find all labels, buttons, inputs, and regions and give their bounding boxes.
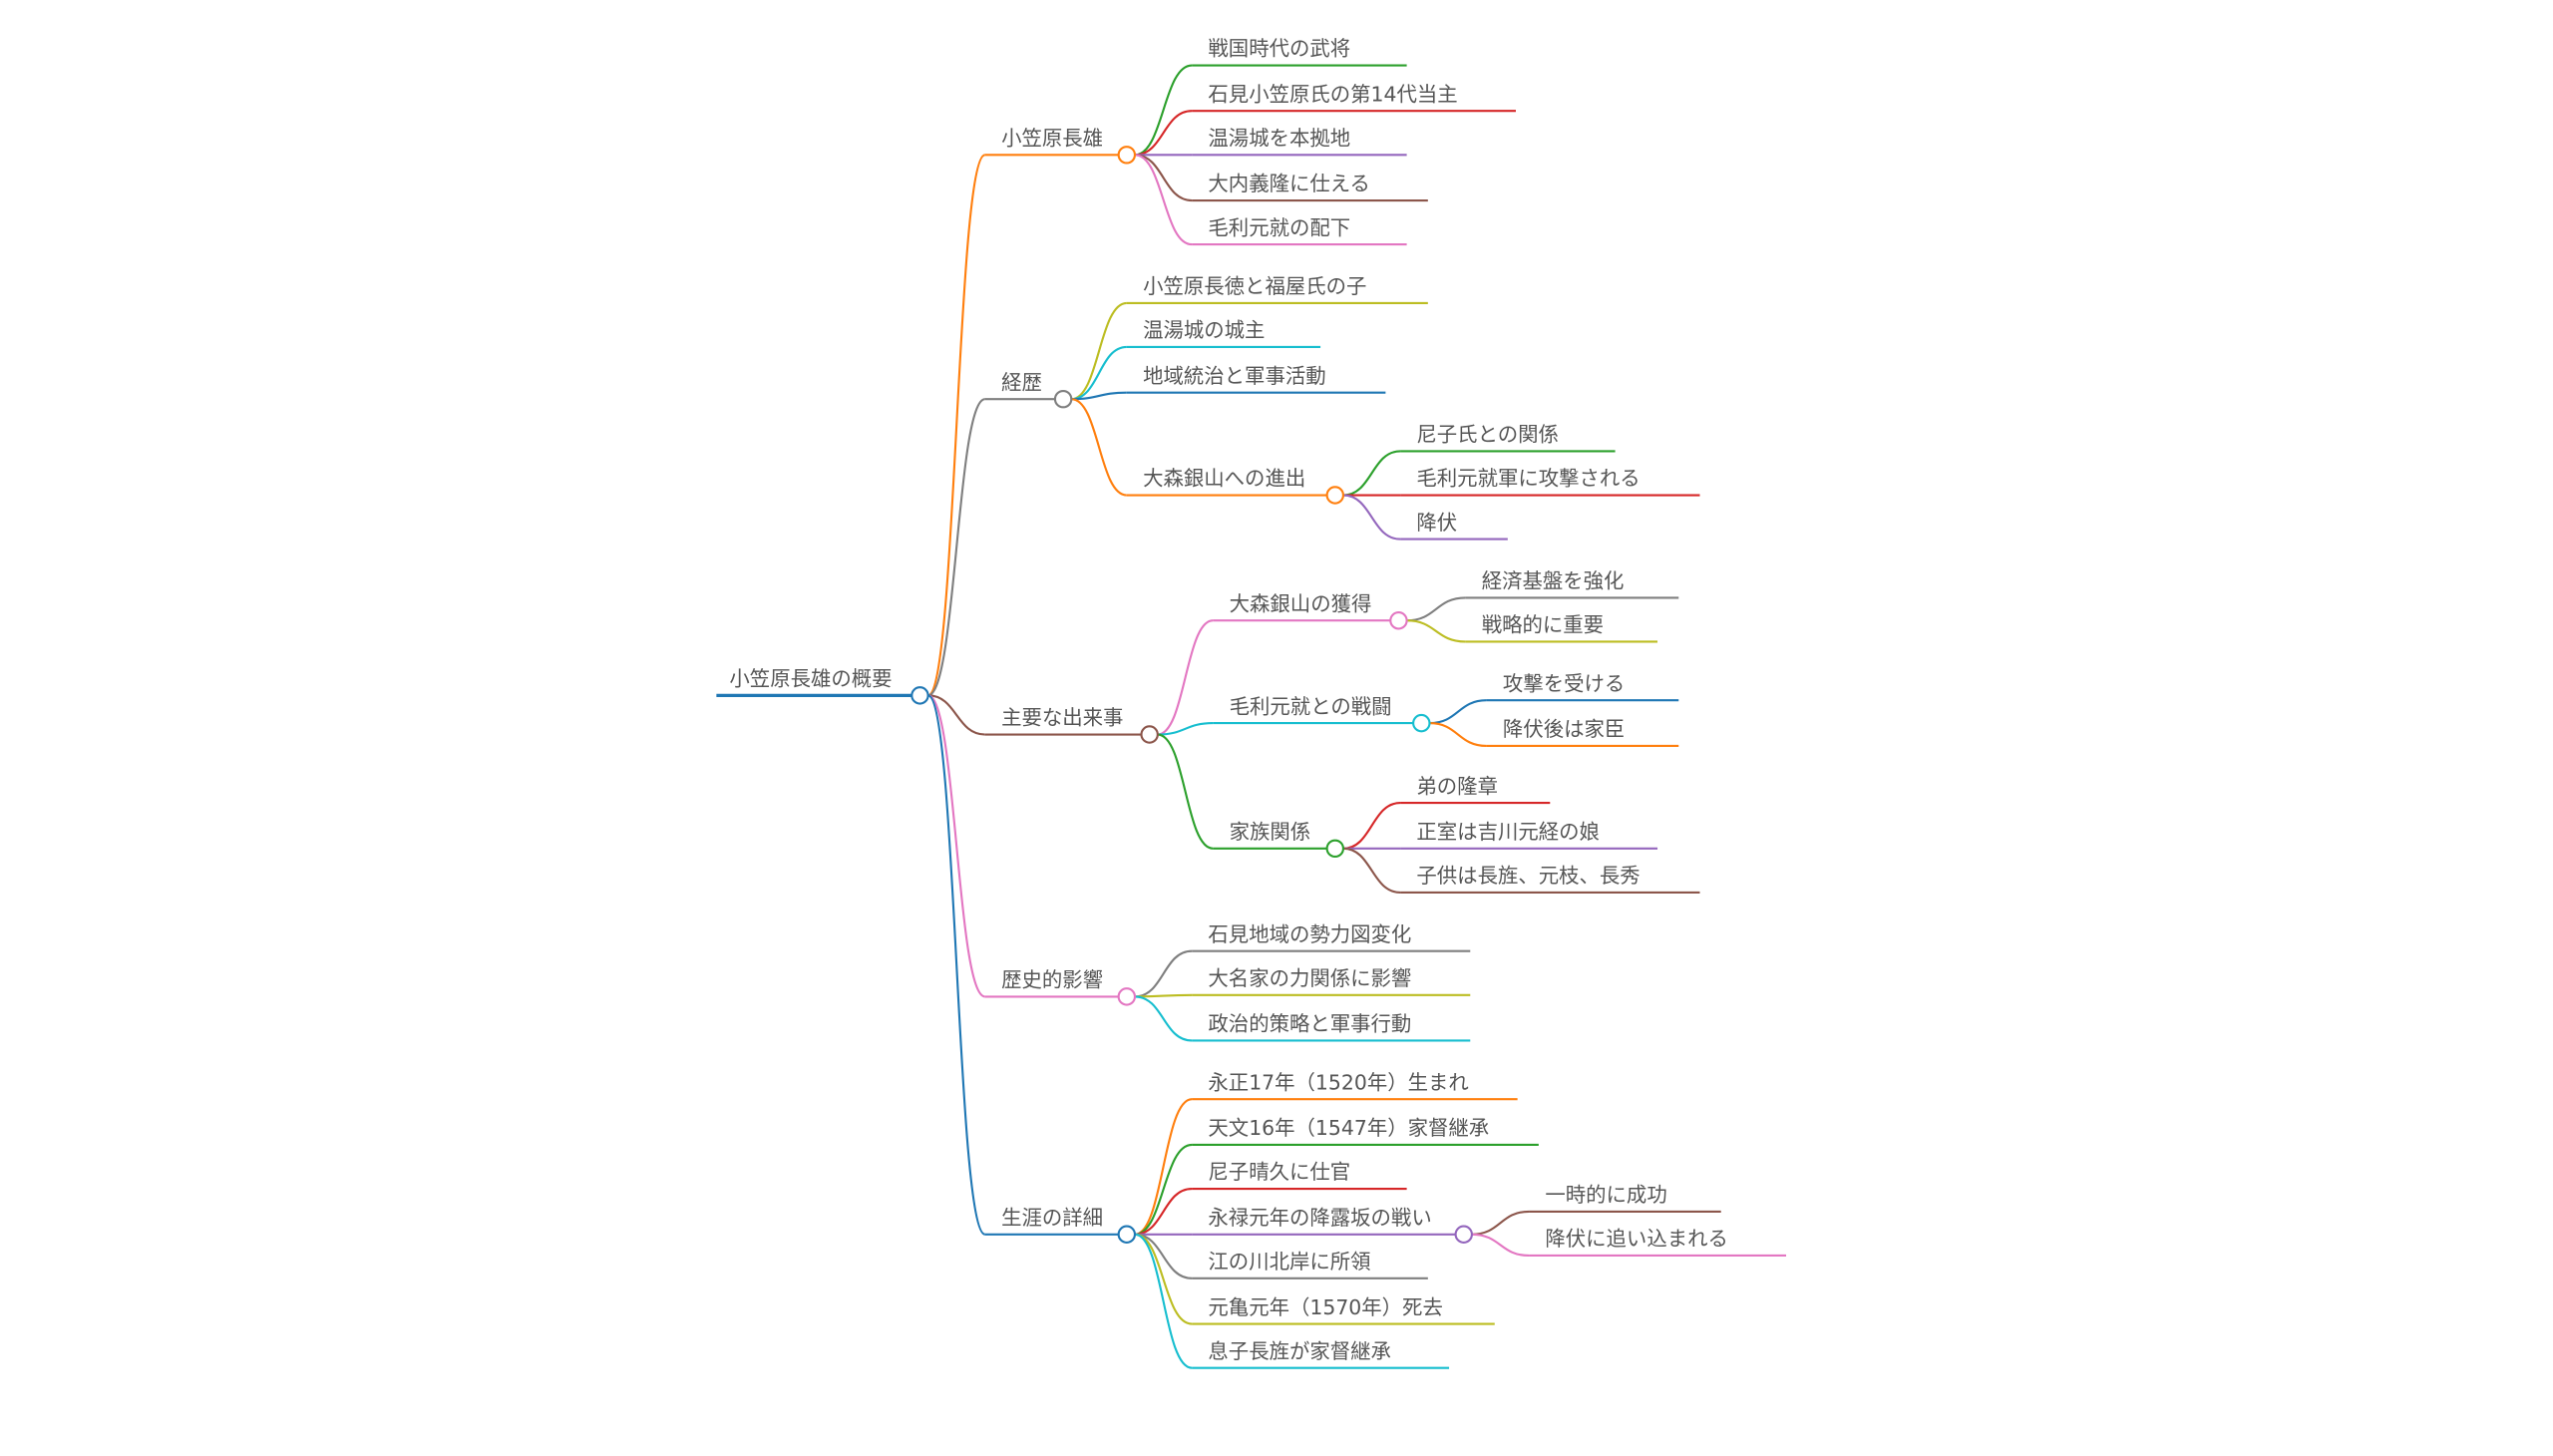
leaf-topic[interactable]: 永禄元年の降露坂の戦い — [1208, 1206, 1431, 1230]
connector-curve — [1071, 301, 1127, 401]
leaf-topic[interactable]: 正室は吉川元経の娘 — [1416, 820, 1600, 844]
collapse-toggle-icon[interactable] — [1389, 611, 1408, 630]
branch-topic[interactable]: 経歴 — [1001, 370, 1042, 394]
connector-curve — [1134, 1098, 1193, 1236]
leaf-topic[interactable]: 大森銀山の獲得 — [1230, 591, 1372, 615]
leaf-topic[interactable]: 毛利元就軍に攻撃される — [1416, 467, 1640, 491]
collapse-toggle-icon[interactable] — [1412, 713, 1431, 733]
leaf-topic[interactable]: 政治的策略と軍事行動 — [1208, 1012, 1411, 1036]
connector-curve — [1134, 154, 1193, 246]
collapse-toggle-icon[interactable] — [1454, 1225, 1473, 1244]
leaf-topic[interactable]: 戦略的に重要 — [1482, 613, 1604, 637]
leaf-topic[interactable]: 弟の隆章 — [1416, 774, 1498, 798]
connector-curve — [1134, 154, 1193, 202]
leaf-topic[interactable]: 尼子晴久に仕官 — [1208, 1160, 1350, 1184]
collapse-toggle-icon[interactable] — [1325, 839, 1344, 859]
leaf-topic[interactable]: 戦国時代の武将 — [1208, 37, 1350, 61]
leaf-topic[interactable]: 降伏 — [1416, 511, 1457, 535]
connector-curve — [1342, 494, 1401, 541]
collapse-toggle-icon[interactable] — [1117, 1225, 1137, 1244]
collapse-toggle-icon[interactable] — [1117, 987, 1137, 1006]
branch-topic[interactable]: 小笠原長雄 — [1001, 127, 1103, 151]
collapse-toggle-icon[interactable] — [1140, 725, 1159, 744]
leaf-topic[interactable]: 降伏後は家臣 — [1503, 717, 1625, 741]
leaf-topic[interactable]: 江の川北岸に所領 — [1208, 1250, 1370, 1274]
leaf-topic[interactable]: 地域統治と軍事活動 — [1143, 364, 1326, 388]
connector-curve — [1134, 1233, 1193, 1279]
connector-curve — [1071, 391, 1127, 401]
connector-curve — [1134, 64, 1193, 157]
connector-curve — [1134, 110, 1193, 157]
collapse-toggle-icon[interactable] — [1325, 486, 1344, 505]
root-topic[interactable]: 小笠原長雄の概要 — [729, 667, 892, 691]
branch-topic[interactable]: 生涯の詳細 — [1001, 1206, 1103, 1230]
connector-curve — [1134, 1233, 1193, 1325]
connector-curve — [1429, 699, 1487, 725]
branch-topic[interactable]: 歴史的影響 — [1001, 968, 1103, 992]
leaf-topic[interactable]: 降伏に追い込まれる — [1545, 1227, 1728, 1251]
connector-curve — [1071, 398, 1127, 497]
connector-curve — [1342, 450, 1401, 497]
connector-curve — [1157, 619, 1214, 736]
connector-curve — [1406, 596, 1466, 622]
collapse-toggle-icon[interactable] — [1117, 146, 1137, 165]
connector-curve — [1134, 1143, 1193, 1236]
leaf-topic[interactable]: 毛利元就との戦闘 — [1230, 694, 1392, 718]
connector-curve — [927, 694, 985, 736]
connector-curve — [1429, 722, 1487, 748]
collapse-toggle-icon[interactable] — [911, 686, 929, 705]
connector-curve — [1471, 1210, 1530, 1236]
leaf-topic[interactable]: 石見小笠原氏の第14代当主 — [1208, 82, 1457, 106]
leaf-topic[interactable]: 温湯城を本拠地 — [1208, 127, 1350, 151]
connector-curve — [1134, 995, 1193, 1042]
leaf-topic[interactable]: 小笠原長徳と福屋氏の子 — [1143, 274, 1366, 298]
connector-curve — [1406, 619, 1466, 643]
leaf-topic[interactable]: 一時的に成功 — [1545, 1183, 1666, 1207]
leaf-topic[interactable]: 温湯城の城主 — [1143, 318, 1265, 342]
leaf-topic[interactable]: 元亀元年（1570年）死去 — [1208, 1295, 1442, 1319]
leaf-topic[interactable]: 息子長旌が家督継承 — [1208, 1339, 1391, 1363]
connector-curve — [1342, 802, 1401, 850]
leaf-topic[interactable]: 経済基盤を強化 — [1482, 569, 1625, 593]
leaf-topic[interactable]: 天文16年（1547年）家督継承 — [1208, 1116, 1489, 1140]
leaf-topic[interactable]: 尼子氏との関係 — [1416, 423, 1559, 447]
leaf-topic[interactable]: 大名家の力関係に影響 — [1208, 966, 1411, 990]
leaf-topic[interactable]: 子供は長旌、元枝、長秀 — [1416, 864, 1640, 888]
connector-curve — [1134, 949, 1193, 998]
collapse-toggle-icon[interactable] — [1053, 389, 1073, 409]
connector-curve — [1134, 1187, 1193, 1236]
connector-curve — [927, 398, 986, 697]
leaf-topic[interactable]: 永正17年（1520年）生まれ — [1208, 1070, 1468, 1094]
leaf-topic[interactable]: 大内義隆に仕える — [1208, 172, 1370, 195]
leaf-topic[interactable]: 石見地域の勢力図変化 — [1208, 922, 1411, 946]
leaf-topic[interactable]: 大森銀山への進出 — [1143, 467, 1305, 491]
leaf-topic[interactable]: 毛利元就の配下 — [1208, 215, 1350, 239]
connector-curve — [926, 694, 986, 1236]
connector-curve — [926, 154, 986, 697]
connector-curve — [1071, 345, 1127, 401]
connector-curve — [1157, 722, 1214, 736]
connector-curve — [1134, 1233, 1193, 1369]
connector-curve — [1157, 733, 1214, 850]
connector-curve — [1342, 847, 1401, 894]
connector-curve — [1471, 1233, 1530, 1258]
leaf-topic[interactable]: 攻撃を受ける — [1503, 671, 1625, 695]
connector-curve — [927, 694, 986, 998]
branch-topic[interactable]: 主要な出来事 — [1001, 706, 1123, 730]
leaf-topic[interactable]: 家族関係 — [1230, 820, 1311, 844]
